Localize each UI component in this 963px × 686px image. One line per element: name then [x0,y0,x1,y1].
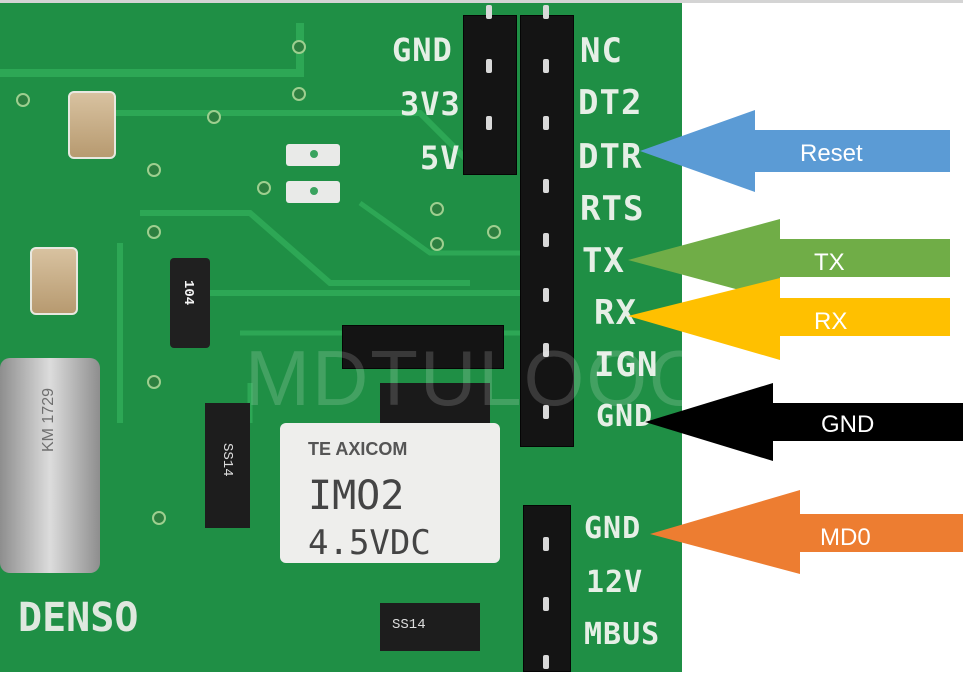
led [286,144,340,166]
diode: SS14 [205,403,250,528]
header-pin [543,116,549,130]
via [257,181,271,195]
header-pin [543,5,549,19]
via [292,40,306,54]
label-gnd-top: GND [392,31,453,69]
via [152,511,166,525]
relay-pins [380,383,490,423]
denso-label: DENSO [18,595,139,641]
resistor-code: 104 [180,280,196,306]
label-nc: NC [580,31,623,71]
md0-arrow-label: MD0 [820,524,871,551]
led-dot [310,150,318,158]
label-gnd-bottom: GND [584,511,642,546]
via [292,87,306,101]
header-pin [543,597,549,611]
header-pin [486,59,492,73]
relay-voltage: 4.5VDC [308,523,431,563]
rx-arrow-shape [628,278,950,360]
header-pin [543,233,549,247]
label-12v: 12V [586,565,644,600]
relay: TE AXICOM IMO2 4.5VDC [280,423,500,563]
gnd-arrow-label: GND [821,411,875,438]
relay-header [342,325,504,369]
header-pin [543,179,549,193]
diode-text: SS14 [219,443,235,477]
via [430,237,444,251]
header-pin [543,537,549,551]
crystal-text: KM 1729 [40,388,57,453]
label-rts: RTS [580,189,645,229]
relay-brand: TE AXICOM [308,439,408,459]
label-dtr: DTR [578,137,643,177]
label-rx: RX [594,293,637,333]
pin-header-right [520,15,574,447]
label-dt2: DT2 [578,83,643,123]
via [487,225,501,239]
tx-arrow-shape [628,219,950,301]
md0-arrow-shape [650,490,963,574]
via [147,375,161,389]
via [147,225,161,239]
header-pin [543,405,549,419]
label-ign: IGN [594,345,659,385]
relay-model: IMO2 [308,473,405,519]
header-pin [543,59,549,73]
label-mbus: MBUS [584,617,661,652]
rx-arrow-label: RX [814,308,848,335]
pin-header-lower [523,505,571,672]
led [286,181,340,203]
header-pin [543,655,549,669]
via [207,110,221,124]
capacitor [30,247,78,315]
via [147,163,161,177]
gnd-arrow-shape [645,383,963,461]
reset-arrow-shape [640,110,950,192]
label-tx: TX [582,241,625,281]
via [430,202,444,216]
tx-arrow-label: TX [814,249,845,276]
capacitor [68,91,116,159]
crystal-oscillator: KM 1729 [0,358,100,573]
header-pin [486,5,492,19]
pin-header-left [463,15,517,175]
label-3v3: 3V3 [400,85,461,123]
led-dot [310,187,318,195]
bottom-border [0,672,963,686]
via [16,93,30,107]
header-pin [543,343,549,357]
watermark: MDTULOOO [245,334,682,422]
label-gnd-mid: GND [596,399,654,434]
header-pin [486,116,492,130]
header-pin [543,288,549,302]
resistor: 104 [170,258,210,348]
pcb-photo: 104 KM 1729 SS14 TE AXICOM IMO2 4.5VDC S… [0,3,682,672]
reset-arrow-label: Reset [800,140,863,167]
diode: SS14 [380,603,480,651]
diode-text: SS14 [392,617,426,633]
top-border [0,0,963,3]
label-5v: 5V [420,139,461,177]
